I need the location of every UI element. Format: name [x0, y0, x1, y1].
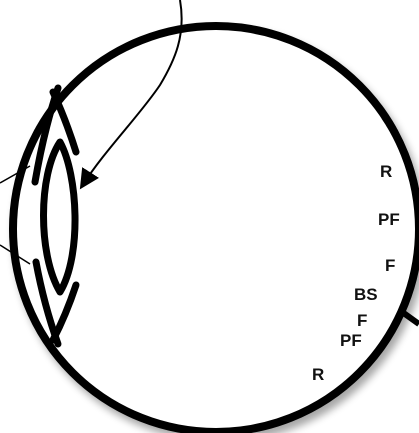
label-f-top: F — [385, 256, 395, 275]
label-r-top: R — [380, 162, 392, 181]
label-r-bottom: R — [312, 365, 324, 384]
label-f-bottom: F — [357, 311, 367, 330]
label-bs: BS — [354, 285, 378, 304]
label-pf-bottom: PF — [340, 331, 362, 350]
label-pf-top: PF — [378, 210, 400, 229]
